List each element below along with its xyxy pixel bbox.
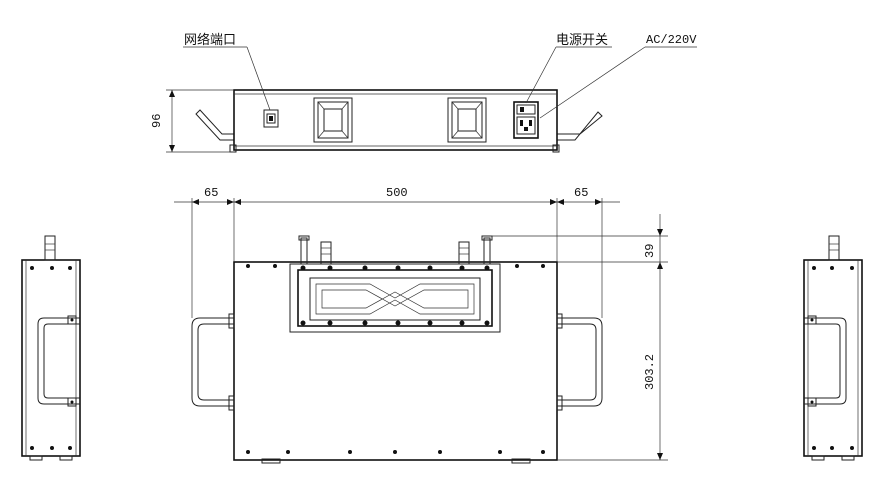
front-left-handle <box>195 109 234 141</box>
dim-connector-height: 39 <box>643 244 657 258</box>
left-side-view <box>21 235 81 461</box>
dim-body-depth: 303.2 <box>643 354 657 390</box>
top-right-handle <box>557 317 603 407</box>
outlet-fitting <box>458 241 470 265</box>
fan-vent-icon <box>313 97 353 143</box>
front-view <box>166 46 697 153</box>
inlet-fitting <box>320 241 332 265</box>
dim-body-width: 500 <box>386 186 408 200</box>
power-switch-label: 电源开关 <box>556 32 608 47</box>
network-port-label: 网络端口 <box>184 32 236 47</box>
screw-holes <box>246 264 545 454</box>
top-left-handle <box>191 317 234 407</box>
right-connector <box>483 237 491 265</box>
top-body <box>233 261 558 461</box>
right-side-view <box>803 235 863 461</box>
network-port-icon <box>263 109 279 128</box>
top-view <box>174 198 668 464</box>
left-connector <box>300 237 308 265</box>
power-socket-icon <box>513 101 539 139</box>
fan-vent-icon <box>447 97 487 143</box>
dim-right-margin: 65 <box>574 186 588 200</box>
front-right-handle <box>557 111 603 141</box>
front-body <box>233 89 558 151</box>
dim-height-front: 96 <box>150 114 164 128</box>
dim-left-margin: 65 <box>204 186 218 200</box>
cold-plate <box>289 263 501 333</box>
ac-input-label: AC/220V <box>646 33 697 47</box>
